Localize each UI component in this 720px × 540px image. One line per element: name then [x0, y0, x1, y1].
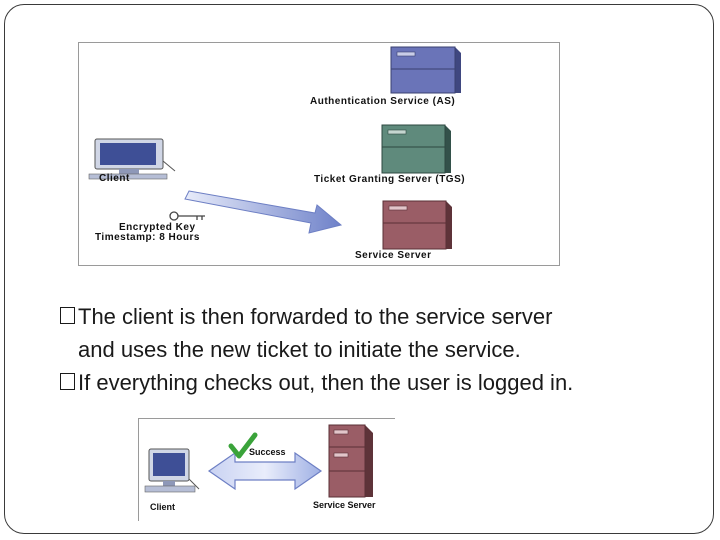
double-arrow-icon [207, 451, 323, 491]
tgs-server-icon [381, 124, 451, 174]
encrypted-key-label: Encrypted Key [119, 222, 196, 233]
bullet-item-1-line-2: and uses the new ticket to initiate the … [78, 337, 521, 362]
bullet-item-2-text: If everything checks out, then the user … [78, 370, 574, 395]
arrow-icon [184, 190, 343, 234]
bullet-item-1: The client is then forwarded to the serv… [60, 300, 700, 333]
slide-frame [4, 4, 714, 534]
service-server-icon [382, 200, 452, 250]
bullet-list: The client is then forwarded to the serv… [60, 300, 700, 399]
service-server-label: Service Server [355, 250, 432, 261]
client-label-2: Client [150, 502, 175, 512]
kerberos-diagram: Authentication Service (AS) Ticket Grant… [78, 42, 560, 266]
bullet-marker [60, 307, 75, 324]
client-computer-icon [144, 448, 200, 493]
auth-server-label: Authentication Service (AS) [310, 96, 455, 107]
bullet-item-2: If everything checks out, then the user … [60, 366, 700, 399]
bullet-item-1-line-1: The client is then forwarded to the serv… [78, 304, 553, 329]
key-icon [169, 211, 205, 221]
tgs-label: Ticket Granting Server (TGS) [314, 174, 465, 185]
bullet-marker [60, 373, 75, 390]
client-computer-icon [88, 138, 176, 180]
timestamp-label: Timestamp: 8 Hours [95, 232, 200, 243]
kerberos-diagram-svg: Authentication Service (AS) Ticket Grant… [88, 46, 465, 261]
auth-server-icon [390, 46, 461, 94]
service-server-label-2: Service Server [313, 500, 376, 510]
success-label: Success [249, 447, 286, 457]
client-label: Client [99, 173, 130, 184]
success-diagram: Client Success Service Server [138, 418, 395, 521]
checkmark-icon [228, 432, 258, 459]
service-server-icon-2 [328, 424, 373, 498]
bullet-item-1-continuation: and uses the new ticket to initiate the … [60, 333, 700, 366]
success-diagram-svg: Client Success Service Server [144, 424, 376, 512]
